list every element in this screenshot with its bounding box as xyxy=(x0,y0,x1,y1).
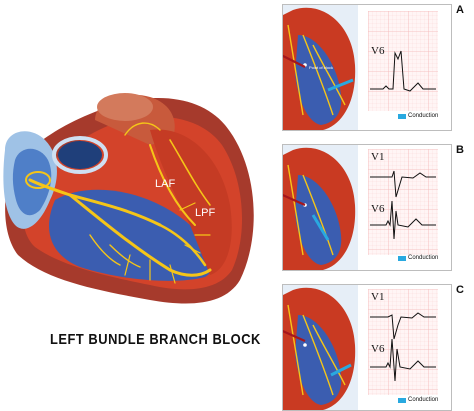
pointer-arrow-b xyxy=(283,194,306,207)
panel-c-letter: C xyxy=(456,284,464,296)
panel-a-letter: A xyxy=(456,4,464,16)
ecg-trace-a-v6 xyxy=(370,50,436,92)
heart-illustration xyxy=(3,93,254,304)
panel-c-heart xyxy=(283,285,358,410)
panel-c-legend-label: Conduction xyxy=(408,397,439,403)
ecg-trace-c-v6 xyxy=(370,338,436,382)
panel-b-letter: B xyxy=(456,144,464,156)
conduction-system xyxy=(28,122,212,284)
panel-c-legend: Conduction xyxy=(398,397,438,403)
conduction-swatch xyxy=(398,397,406,403)
ecg-trace-b-v6 xyxy=(370,200,436,240)
panel-a: Point of block V6 Conduction xyxy=(282,4,452,131)
panel-a-legend: Conduction xyxy=(398,113,438,119)
panel-c: V1 V6 Conduction xyxy=(282,284,452,411)
pointer-arrow-a xyxy=(283,54,306,68)
point-of-block-label: Point of block xyxy=(309,65,334,70)
panel-a-lead-v6: V6 xyxy=(371,45,385,57)
conduction-swatch xyxy=(398,113,406,119)
panel-b-heart xyxy=(283,145,358,270)
left-ventricle-wall xyxy=(150,129,232,275)
panel-a-heart xyxy=(283,5,358,130)
av-node xyxy=(25,171,51,189)
aortic-valve xyxy=(97,93,153,121)
panel-b-legend: Conduction xyxy=(398,255,438,261)
block-marker-c xyxy=(303,343,307,347)
panel-c-lead-v6: V6 xyxy=(371,343,385,355)
panel-b-legend-label: Conduction xyxy=(408,255,439,261)
panel-a-legend-label: Conduction xyxy=(408,113,439,119)
panel-b-lead-v6: V6 xyxy=(371,203,385,215)
pointer-arrow-c xyxy=(283,330,306,343)
panel-c-lead-v1: V1 xyxy=(371,291,385,303)
ecg-grid-b xyxy=(368,149,438,255)
pulmonary-valve xyxy=(58,141,102,169)
pulmonary-ring xyxy=(52,136,108,174)
ecg-trace-c-v1 xyxy=(370,312,436,340)
diagram-title: LEFT BUNDLE BRANCH BLOCK xyxy=(50,331,261,348)
ecg-grid-c xyxy=(368,289,438,395)
panel-b-lead-v1: V1 xyxy=(371,151,385,163)
ecg-grid-a xyxy=(368,11,438,111)
conduction-swatch xyxy=(398,255,406,261)
panel-b: V1 V6 Conduction xyxy=(282,144,452,271)
laf-label: LAF xyxy=(155,178,176,190)
lpf-label: LPF xyxy=(195,207,216,219)
ecg-trace-b-v1 xyxy=(370,170,436,198)
